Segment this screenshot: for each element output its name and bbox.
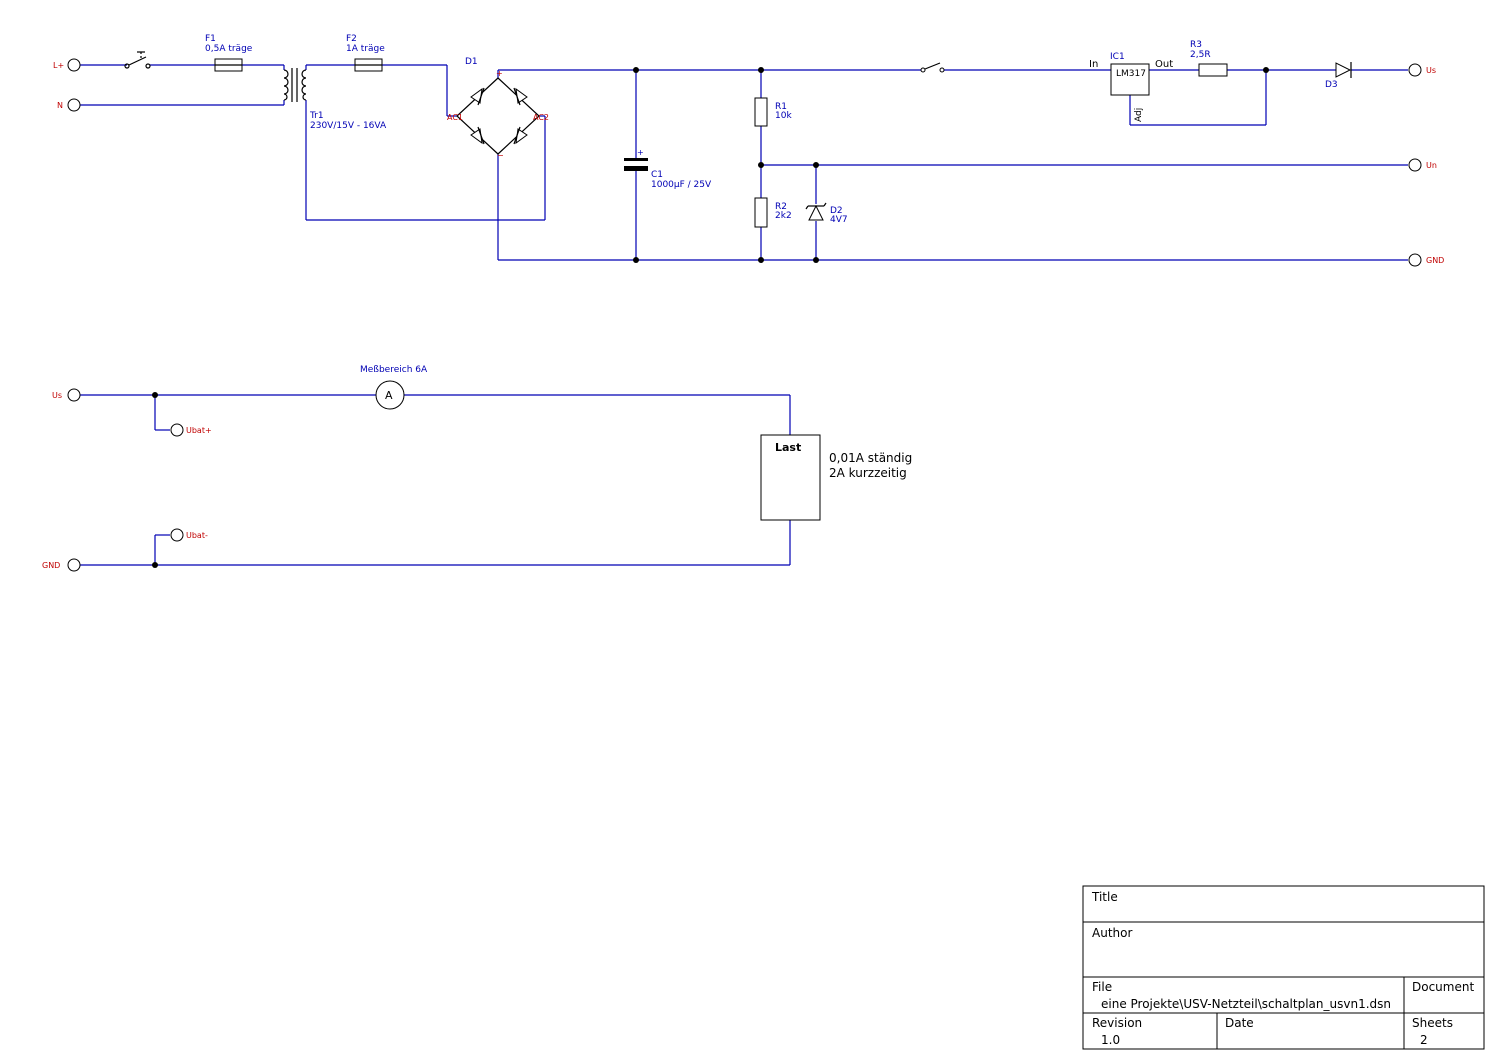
sheets-value: 2	[1420, 1033, 1428, 1047]
revision-label: Revision	[1092, 1016, 1142, 1030]
port-l-plus[interactable]: L+	[53, 58, 81, 72]
ammeter-label: Meßbereich 6A	[360, 365, 428, 375]
resistor-r1-ref: R1	[775, 102, 787, 112]
file-value: eine Projekte\USV-Netzteil\schaltplan_us…	[1101, 997, 1391, 1011]
mains-switch[interactable]	[124, 51, 151, 69]
zener-diode-d2[interactable]: D2 4V7	[805, 202, 848, 225]
bridge-rectifier-d1[interactable]: D1 + − AC1 AC2	[447, 57, 549, 160]
fuse-f1[interactable]: F1 0,5A träge	[205, 34, 253, 72]
bridge-pin-minus: −	[497, 151, 504, 160]
ic-pin-out: Out	[1155, 59, 1173, 70]
port-gnd-out[interactable]: GND	[1408, 253, 1444, 267]
fuse-f1-ref: F1	[205, 34, 216, 44]
fuse-f2[interactable]: F2 1A träge	[346, 34, 385, 72]
capacitor-value: 1000µF / 25V	[651, 180, 712, 190]
port-label: L+	[53, 61, 64, 70]
port-label: Us	[1426, 66, 1436, 75]
load-note-1: 0,01A ständig	[829, 451, 912, 465]
transformer-value: 230V/15V - 16VA	[310, 121, 387, 131]
junctions-bottom	[152, 392, 158, 568]
load-block[interactable]: Last 0,01A ständig 2A kurzzeitig	[760, 434, 912, 521]
file-label: File	[1092, 980, 1112, 994]
port-us-in[interactable]: Us	[52, 388, 81, 402]
revision-value: 1.0	[1101, 1033, 1120, 1047]
port-label: Ubat-	[186, 531, 208, 540]
port-n[interactable]: N	[57, 98, 81, 112]
resistor-r2[interactable]: R2 2k2	[754, 197, 792, 228]
resistor-r3-value: 2,5R	[1190, 50, 1211, 60]
port-label: N	[57, 101, 63, 110]
wires-bottom	[80, 394, 791, 566]
port-ubat-plus[interactable]: Ubat+	[170, 423, 212, 437]
bridge-pin-ac1: AC1	[447, 113, 463, 122]
fuse-f1-value: 0,5A träge	[205, 44, 253, 54]
regulator-ic1[interactable]: IC1 LM317 In Out Adj	[1089, 52, 1173, 122]
port-gnd-in[interactable]: GND	[42, 558, 81, 572]
ic-ref: IC1	[1110, 52, 1125, 62]
author-label: Author	[1092, 926, 1132, 940]
ic-pin-adj: Adj	[1134, 108, 1144, 122]
ammeter[interactable]: A Meßbereich 6A	[360, 365, 428, 410]
resistor-r2-value: 2k2	[775, 211, 792, 221]
diode-d3-ref: D3	[1325, 80, 1338, 90]
ic-value: LM317	[1116, 69, 1146, 79]
fuse-f2-ref: F2	[346, 34, 357, 44]
resistor-r1-value: 10k	[775, 111, 792, 121]
resistor-r3[interactable]: R3 2,5R	[1190, 40, 1228, 77]
wires-top	[80, 64, 1408, 261]
zener-ref: D2	[830, 206, 843, 216]
title-label: Title	[1091, 890, 1118, 904]
port-us-out[interactable]: Us	[1408, 63, 1436, 77]
ammeter-symbol: A	[385, 389, 393, 402]
zener-value: 4V7	[830, 215, 848, 225]
port-label: GND	[42, 561, 60, 570]
ic-pin-in: In	[1089, 59, 1098, 70]
port-ubat-minus[interactable]: Ubat-	[170, 528, 208, 542]
load-note-2: 2A kurzzeitig	[829, 466, 907, 480]
port-label: Ubat+	[186, 426, 212, 435]
diode-d3[interactable]: D3	[1325, 62, 1352, 90]
capacitor-c1[interactable]: + C1 1000µF / 25V	[624, 148, 712, 190]
transformer-tr1[interactable]: Tr1 230V/15V - 16VA	[283, 68, 387, 131]
resistor-r3-ref: R3	[1190, 40, 1202, 50]
bridge-pin-plus: +	[496, 69, 503, 78]
load-label: Last	[775, 441, 801, 454]
bridge-ref: D1	[465, 57, 478, 67]
junctions-top	[633, 67, 1269, 263]
bridge-pin-ac2: AC2	[533, 113, 549, 122]
transformer-ref: Tr1	[309, 111, 324, 121]
port-label: Us	[52, 391, 62, 400]
resistor-r2-ref: R2	[775, 202, 787, 212]
port-label: GND	[1426, 256, 1444, 265]
title-block: Title Author File eine Projekte\USV-Netz…	[1082, 885, 1485, 1050]
resistor-r1[interactable]: R1 10k	[754, 97, 792, 127]
port-label: Un	[1426, 161, 1437, 170]
fuse-f2-value: 1A träge	[346, 44, 385, 54]
capacitor-ref: C1	[651, 170, 663, 180]
date-label: Date	[1225, 1016, 1254, 1030]
switch-2[interactable]	[920, 62, 945, 73]
port-un-out[interactable]: Un	[1408, 158, 1437, 172]
document-label: Document	[1412, 980, 1474, 994]
capacitor-polarity: +	[637, 148, 644, 157]
sheets-label: Sheets	[1412, 1016, 1453, 1030]
